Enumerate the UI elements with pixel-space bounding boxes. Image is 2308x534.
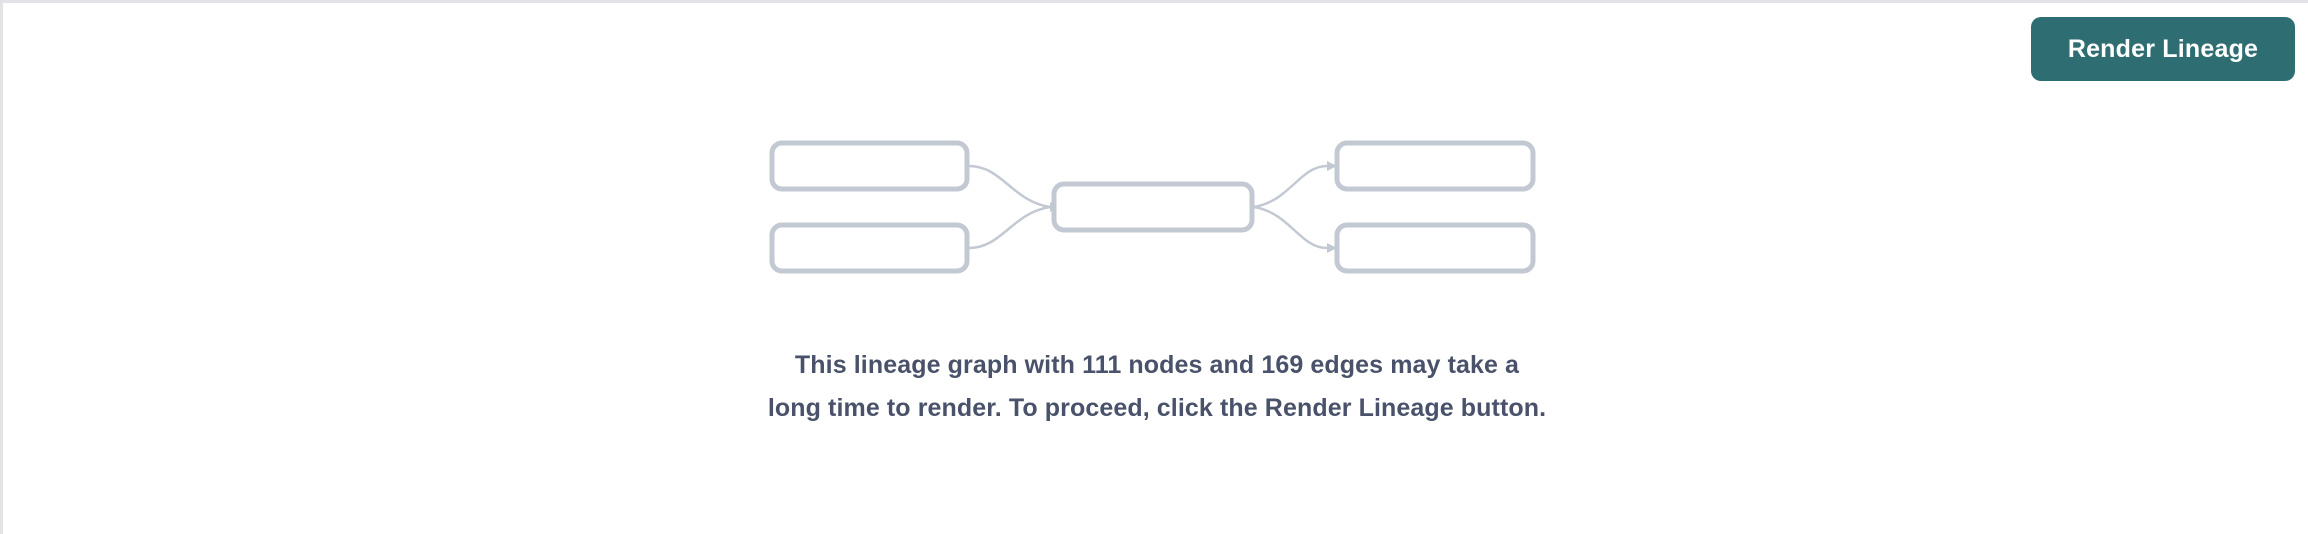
graph-node-left-bottom	[769, 222, 970, 274]
graph-node-left-top	[769, 140, 970, 192]
graph-node-right-bottom	[1334, 222, 1536, 274]
graph-edge-left-top-to-center	[968, 164, 1051, 209]
graph-edge-left-bottom-to-center	[968, 205, 1051, 250]
lineage-warning-message: This lineage graph with 111 nodes and 16…	[767, 351, 1547, 422]
graph-edge-arrowhead	[1327, 161, 1337, 171]
lineage-empty-state: This lineage graph with 111 nodes and 16…	[3, 111, 2308, 430]
graph-node-right-top	[1334, 140, 1536, 192]
render-lineage-button-label: Render Lineage	[2067, 34, 2259, 63]
graph-node-center	[1051, 181, 1255, 233]
graph-edge-center-to-right-bottom	[1253, 205, 1328, 250]
graph-edge-center-to-right-top	[1253, 164, 1328, 209]
render-lineage-button[interactable]: Render Lineage	[2031, 17, 2295, 81]
lineage-placeholder-graph-icon	[769, 140, 1536, 274]
graph-edge-arrowhead	[1327, 243, 1337, 253]
